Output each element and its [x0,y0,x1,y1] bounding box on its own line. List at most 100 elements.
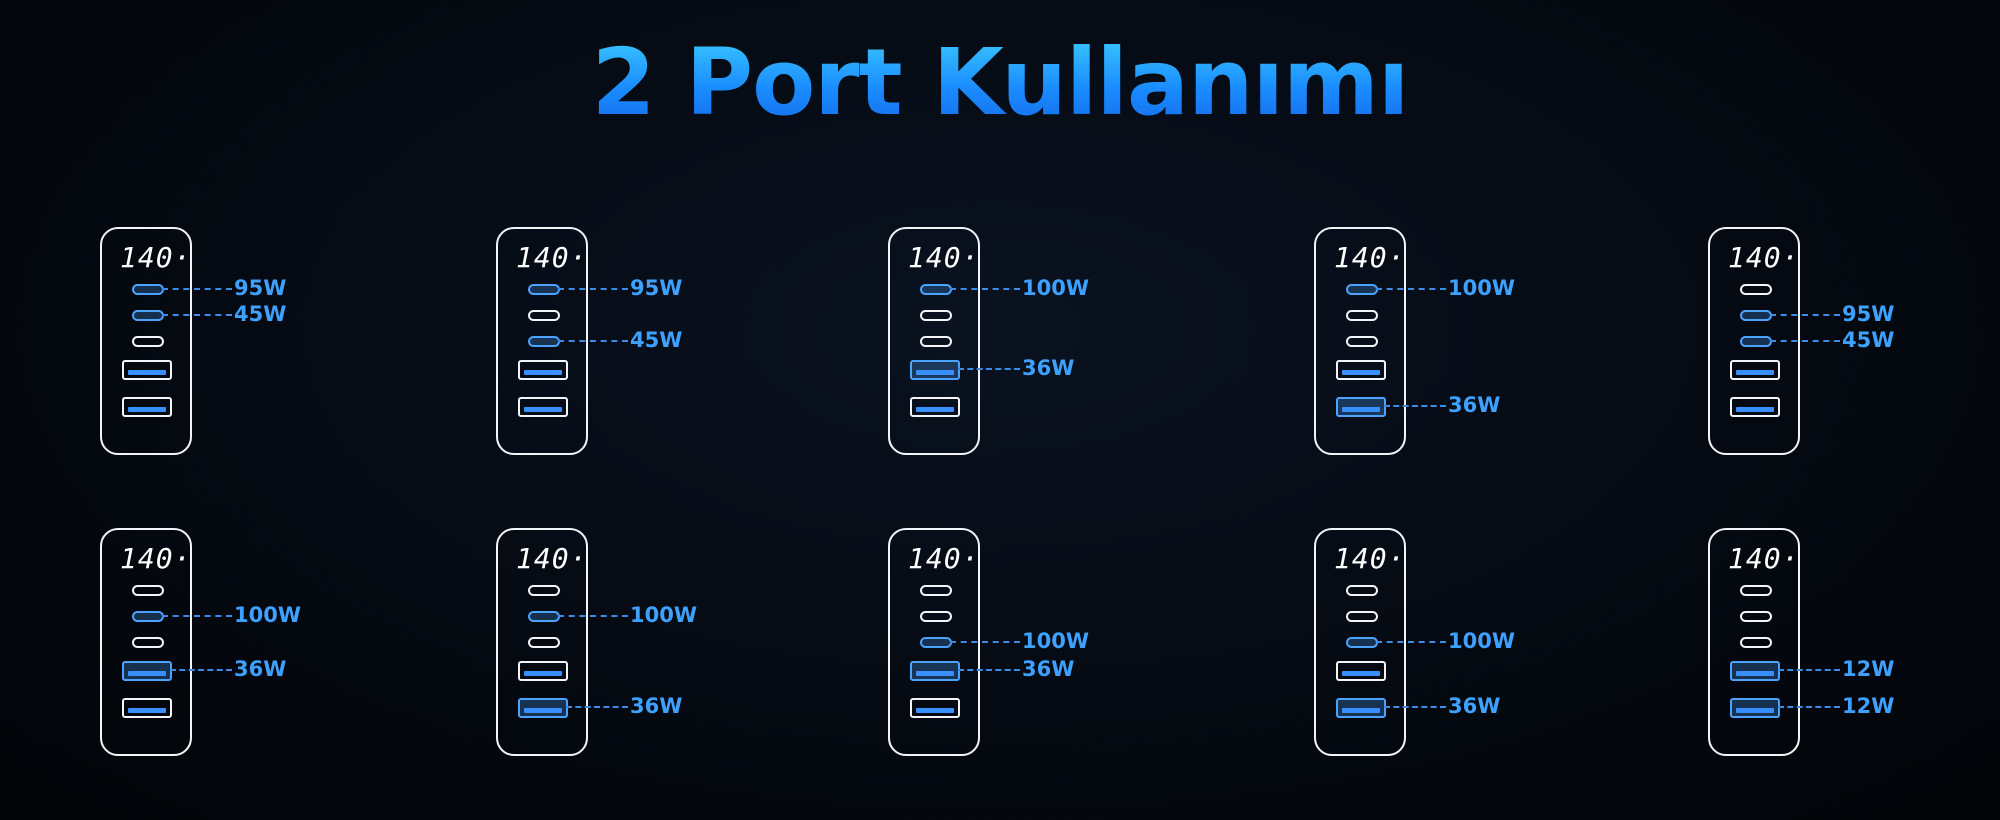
connector-line [1778,669,1840,671]
power-label-c1: 95W [234,275,287,300]
usb-c-port-3 [132,637,164,648]
connector-line [950,640,1020,643]
usb-c-port-2 [1346,310,1378,321]
wattage-display: 140· [1728,542,1800,575]
connector-line [1384,706,1446,708]
power-label-c2: 45W [234,301,287,326]
power-label-a1: 36W [1022,356,1075,380]
usb-c-port-3 [132,336,164,347]
connector-line [558,287,628,290]
usb-a-port-1 [122,661,172,681]
usb-a-port-2 [518,698,568,718]
usb-c-port-1 [1740,585,1772,596]
usb-a-port-1 [518,360,568,380]
usb-a-port-1 [122,360,172,380]
power-label-c1: 100W [1022,275,1089,300]
power-label-a2: 12W [1842,694,1895,718]
usb-c-port-1 [1740,284,1772,295]
connector-line [1770,313,1840,316]
connector-line [558,339,628,342]
charger-body: 140· [1708,528,1800,756]
usb-c-port-3 [1346,336,1378,347]
power-label-c3: 100W [1448,628,1515,653]
usb-c-port-1 [528,585,560,596]
usb-c-port-3 [1740,336,1772,347]
wattage-display: 140· [120,241,192,274]
usb-c-port-1 [132,585,164,596]
usb-c-port-2 [132,611,164,622]
usb-c-port-2 [920,611,952,622]
wattage-display: 140· [1334,542,1406,575]
usb-a-port-1 [1336,661,1386,681]
usb-c-port-1 [528,284,560,295]
charger-body: 140· [496,227,588,455]
usb-a-port-2 [1730,397,1780,417]
usb-c-port-2 [528,611,560,622]
power-label-c1: 95W [630,275,683,300]
connector-line [1384,405,1446,407]
connector-line [162,287,232,290]
charger-diagram: 140· 100W 36W [1314,528,1614,760]
power-label-a1: 36W [1022,657,1075,681]
wattage-display: 140· [120,542,192,575]
wattage-display: 140· [1334,241,1406,274]
connector-line [162,614,232,617]
connector-line [1778,706,1840,708]
power-label-a2: 36W [1448,393,1501,417]
usb-c-port-1 [920,284,952,295]
usb-c-port-3 [920,637,952,648]
usb-a-port-1 [1336,360,1386,380]
charger-body: 140· [1708,227,1800,455]
usb-a-port-2 [910,397,960,417]
connector-line [958,669,1020,671]
usb-a-port-2 [122,397,172,417]
usb-a-port-2 [518,397,568,417]
usb-c-port-2 [1346,611,1378,622]
usb-c-port-1 [132,284,164,295]
wattage-display: 140· [1728,241,1800,274]
usb-c-port-3 [1740,637,1772,648]
charger-body: 140· [888,528,980,756]
usb-a-port-2 [910,698,960,718]
charger-body: 140· [1314,528,1406,756]
usb-c-port-3 [1346,637,1378,648]
power-label-c2: 95W [1842,301,1895,326]
charger-body: 140· [100,528,192,756]
usb-a-port-1 [910,661,960,681]
usb-c-port-1 [920,585,952,596]
usb-a-port-2 [1336,397,1386,417]
connector-line [558,614,628,617]
wattage-display: 140· [908,542,980,575]
connector-line [170,669,232,671]
power-label-c1: 100W [1448,275,1515,300]
power-label-a2: 36W [630,694,683,718]
usb-a-port-1 [910,360,960,380]
usb-c-port-1 [1346,585,1378,596]
charger-diagram: 140· 100W 36W [888,528,1188,760]
usb-c-port-3 [528,637,560,648]
usb-a-port-1 [518,661,568,681]
usb-c-port-1 [1346,284,1378,295]
usb-c-port-2 [132,310,164,321]
charger-body: 140· [100,227,192,455]
charger-body: 140· [888,227,980,455]
power-label-c3: 100W [1022,628,1089,653]
connector-line [958,368,1020,370]
page-title: 2 Port Kullanımı [0,28,2000,138]
usb-a-port-1 [1730,661,1780,681]
usb-a-port-1 [1730,360,1780,380]
power-label-a2: 36W [1448,694,1501,718]
connector-line [1376,287,1446,290]
wattage-display: 140· [516,241,588,274]
usb-c-port-2 [528,310,560,321]
power-label-c3: 45W [630,327,683,352]
power-label-c3: 45W [1842,327,1895,352]
connector-line [162,313,232,316]
usb-a-port-2 [1336,698,1386,718]
charger-body: 140· [1314,227,1406,455]
usb-a-port-2 [1730,698,1780,718]
usb-c-port-3 [528,336,560,347]
